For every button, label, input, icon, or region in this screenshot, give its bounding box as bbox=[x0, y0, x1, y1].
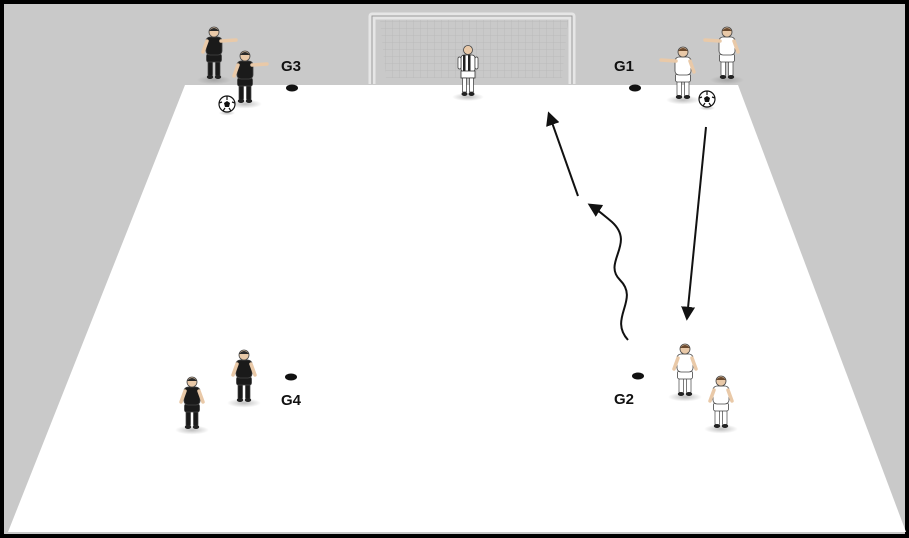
ball-icon bbox=[219, 96, 235, 116]
cone-label-g1: G1 bbox=[614, 58, 634, 75]
cone-label-g4: G4 bbox=[281, 392, 302, 409]
cone-label-g2: G2 bbox=[614, 391, 634, 408]
cone-label-g3: G3 bbox=[281, 58, 301, 75]
cone-icon bbox=[285, 374, 297, 381]
cone-icon bbox=[286, 85, 298, 92]
ball-icon bbox=[699, 91, 715, 111]
cone-icon bbox=[632, 373, 644, 380]
cone-icon bbox=[629, 85, 641, 92]
